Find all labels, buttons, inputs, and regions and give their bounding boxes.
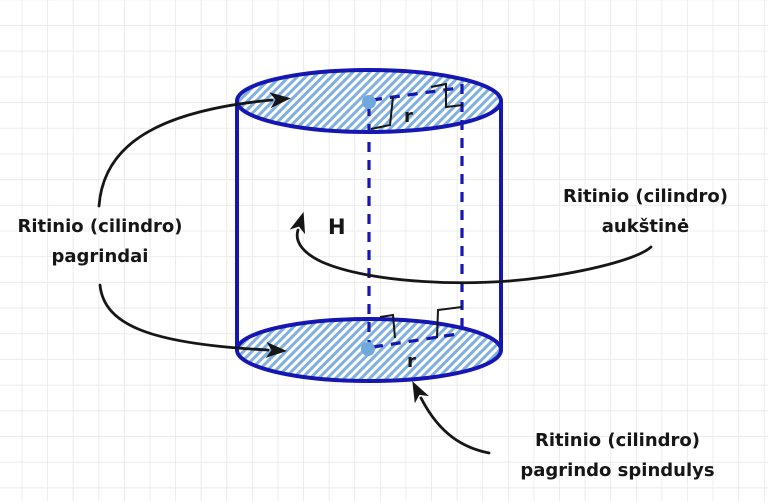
bases-label: Ritinio (cilindro) pagrindai — [0, 212, 200, 272]
bases-label-line2: pagrindai — [51, 246, 149, 267]
right-angle-mark-bottom-center — [379, 313, 396, 339]
height-label: Ritinio (cilindro) aukštinė — [543, 182, 748, 242]
bottom-center-dot — [361, 342, 375, 356]
bottom-radius-dashed-line — [372, 332, 459, 349]
arrow-to-radius — [412, 381, 491, 455]
arrow-to-top-base — [97, 92, 291, 208]
radius-label-line1: Ritinio (cilindro) — [535, 430, 700, 451]
top-center-dot — [362, 95, 376, 109]
right-angle-mark-bottom-edge — [436, 306, 463, 339]
right-angle-mark-top-edge — [430, 82, 464, 109]
height-label-line1: Ritinio (cilindro) — [563, 186, 728, 207]
radius-symbol-top: r — [404, 106, 413, 127]
height-label-line2: aukštinė — [601, 216, 690, 237]
right-angle-mark-top-center — [370, 96, 394, 130]
arrow-to-bottom-base — [98, 283, 287, 358]
arrow-to-height — [289, 211, 653, 285]
radius-symbol-bottom: r — [407, 351, 416, 372]
bases-label-line1: Ritinio (cilindro) — [17, 216, 183, 237]
height-symbol: H — [328, 215, 346, 239]
radius-label: Ritinio (cilindro) pagrindo spindulys — [500, 426, 735, 486]
radius-label-line2: pagrindo spindulys — [520, 460, 715, 481]
top-radius-dashed-line — [371, 86, 459, 102]
